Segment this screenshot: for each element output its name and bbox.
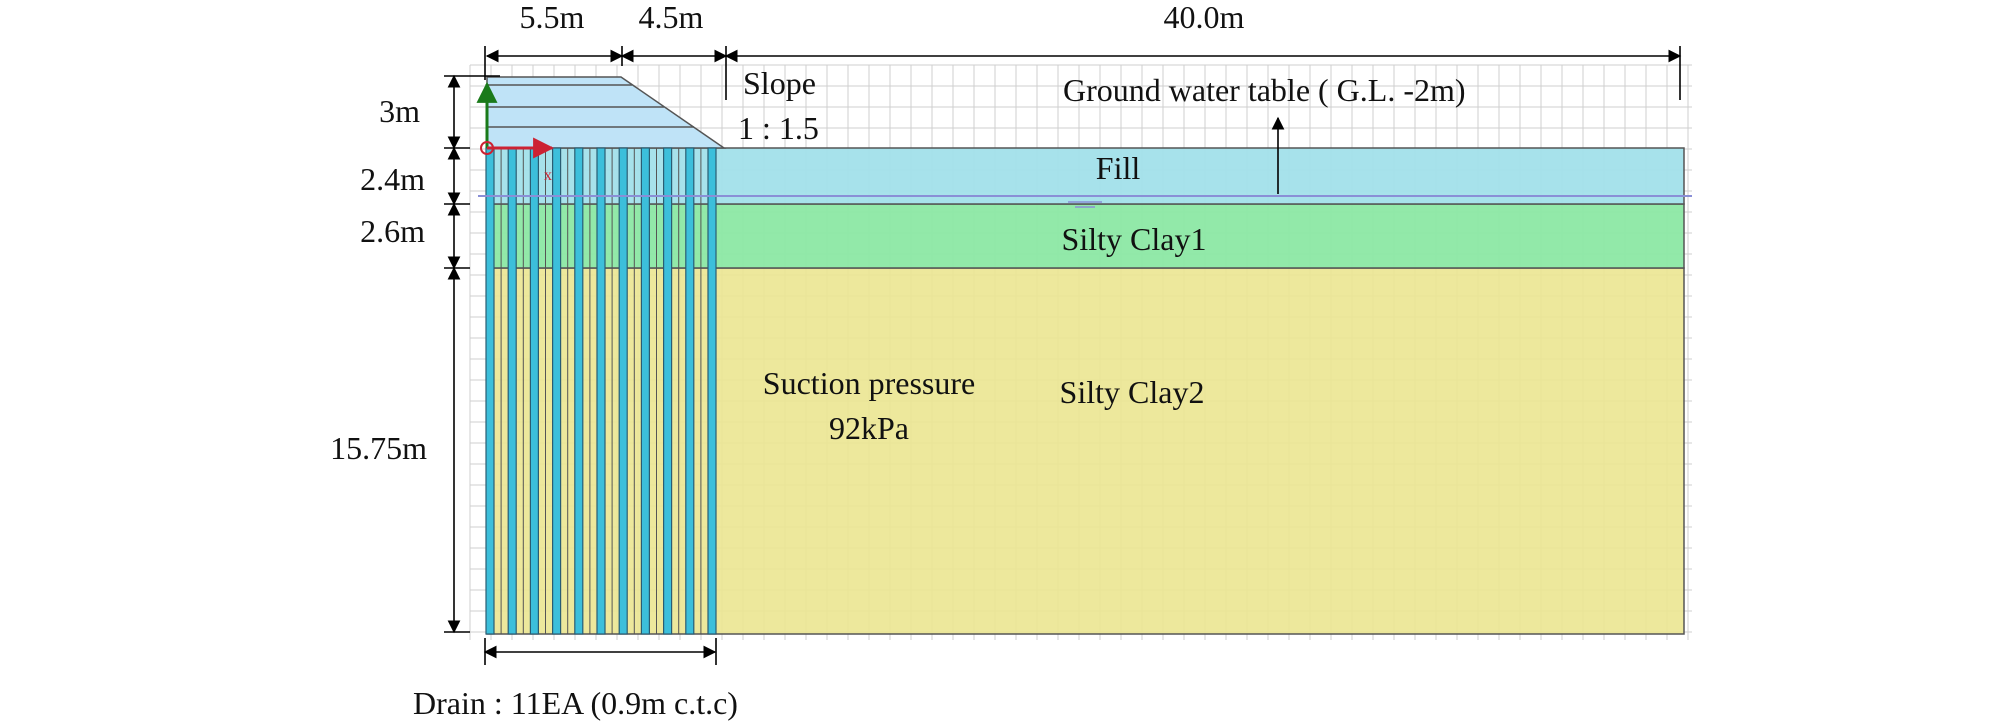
silty-clay1-label: Silty Clay1	[1062, 221, 1207, 257]
axis-origin	[480, 141, 494, 155]
slope-ratio-label: 1 : 1.5	[738, 110, 819, 146]
vertical-drain	[551, 147, 562, 635]
slope-label: Slope	[743, 65, 816, 101]
vertical-drain	[596, 147, 606, 635]
vertical-drain	[662, 147, 673, 635]
dim-label-15-75m: 15.75m	[330, 430, 427, 466]
vertical-drain	[640, 147, 651, 635]
fill-layer-label: Fill	[1096, 150, 1141, 186]
ground-water-table-label: Ground water table ( G.L. -2m)	[1063, 72, 1466, 108]
vertical-drain	[685, 147, 695, 635]
vertical-drain	[529, 147, 540, 635]
x-axis-mark: x	[544, 167, 552, 184]
vertical-drain	[574, 147, 584, 635]
embankment	[486, 76, 727, 149]
dim-label-5-5m: 5.5m	[520, 0, 585, 35]
dim-label-4-5m: 4.5m	[639, 0, 704, 35]
vertical-drain	[485, 147, 495, 635]
drain-caption: Drain : 11EA (0.9m c.t.c)	[413, 685, 738, 721]
suction-pressure-label: Suction pressure	[763, 365, 975, 401]
dim-label-40m: 40.0m	[1164, 0, 1245, 35]
dim-label-3m: 3m	[379, 93, 420, 129]
suction-pressure-value: 92kPa	[829, 410, 909, 446]
vertical-drain	[707, 147, 717, 635]
vertical-drain	[618, 147, 628, 635]
drain-group	[485, 147, 717, 635]
dim-label-2-6m: 2.6m	[360, 213, 425, 249]
silty-clay2-label: Silty Clay2	[1060, 374, 1205, 410]
vertical-drain	[507, 147, 517, 635]
dim-label-2-4m: 2.4m	[360, 161, 425, 197]
